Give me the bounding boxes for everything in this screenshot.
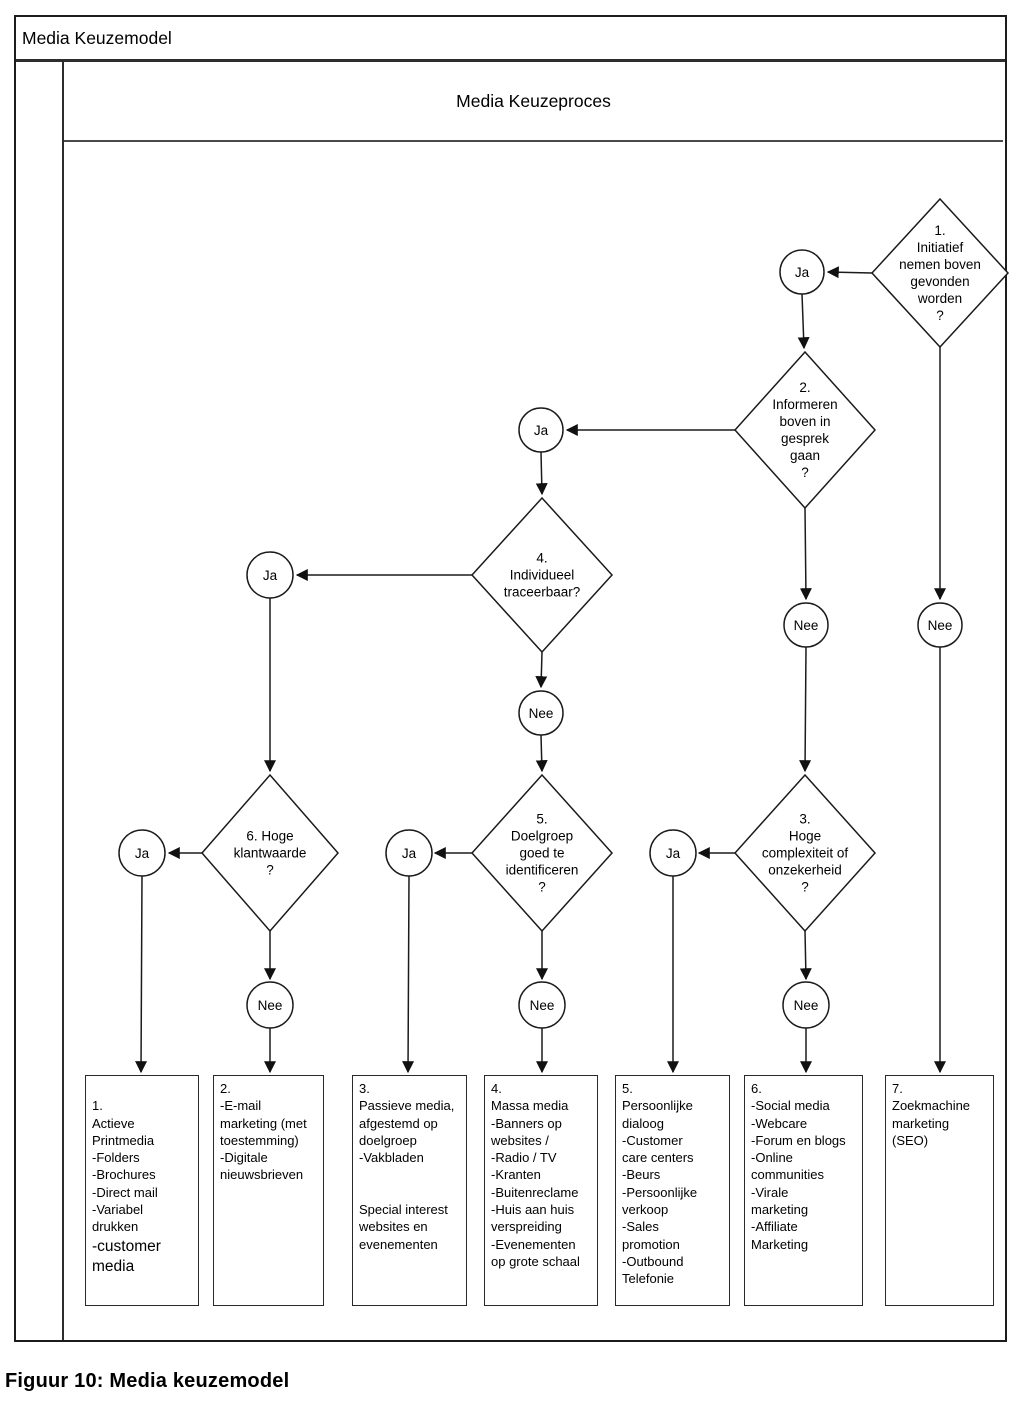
process-title: Media Keuzeproces	[456, 90, 611, 111]
connector-ja6-box1	[135, 875, 148, 1074]
connector-nee2-d3	[799, 646, 812, 773]
connector-ja2-d4	[535, 451, 548, 496]
outcome-box-7: 7. Zoekmachine marketing (SEO)	[885, 1075, 994, 1306]
nee-circle-1-label: Nee	[927, 617, 953, 633]
nee-circle-2-shape	[783, 602, 829, 648]
diagram-title: Media Keuzemodel	[22, 27, 172, 48]
diagram-frame	[14, 15, 1007, 1342]
outcome-box-2: 2. -E-mail marketing (met toestemming) -…	[213, 1075, 324, 1306]
decision-1-shape	[870, 197, 1010, 349]
decision-1-label: 1. Initiatief nemen boven gevonden worde…	[899, 223, 981, 323]
outcome-box-5: 5. Persoonlijke dialoog -Customer care c…	[615, 1075, 730, 1306]
decision-4-shape	[470, 496, 614, 654]
decision-2-label: 2. Informeren boven in gesprek gaan ?	[772, 380, 838, 480]
ja-circle-1-label: Ja	[794, 264, 810, 280]
decision-6-shape	[201, 773, 339, 933]
decision-5-label: 5. Doelgroep goed te identificeren ?	[505, 811, 579, 895]
nee-circle-5-label: Nee	[529, 997, 555, 1013]
connector-ja1-d2	[797, 293, 810, 350]
decision-3-shape	[733, 773, 877, 933]
ja-circle-5-label: Ja	[401, 845, 417, 861]
nee-circle-3-label: Nee	[793, 997, 819, 1013]
nee-circle-1-shape	[917, 602, 963, 648]
nee-circle-4-label: Nee	[528, 705, 554, 721]
connector-d4-nee	[535, 651, 548, 689]
decision-5-shape	[470, 773, 614, 933]
process-header-band: Media Keuzeproces	[64, 62, 1003, 142]
connector-nee4-d5	[535, 734, 548, 773]
outcome-box-1-text: 1. Actieve Printmedia -Folders -Brochure…	[92, 1098, 158, 1235]
nee-circle-2-label: Nee	[793, 617, 819, 633]
ja-circle-1-shape	[779, 249, 825, 295]
nee-circle-6-label: Nee	[257, 997, 283, 1013]
outcome-box-3: 3. Passieve media, afgestemd op doelgroe…	[352, 1075, 467, 1306]
connector-d1-ja	[826, 266, 873, 279]
ja-circle-6-label: Ja	[134, 845, 150, 861]
nee-circle-6-shape	[246, 981, 294, 1029]
ja-circle-3-shape	[649, 829, 697, 877]
ja-circle-4-shape	[246, 551, 294, 599]
ja-circle-3-label: Ja	[665, 845, 681, 861]
figure-caption: Figuur 10: Media keuzemodel	[5, 1370, 290, 1392]
decision-4-label: 4. Individueel traceerbaar?	[503, 550, 581, 600]
connector-ja5-box3	[402, 875, 415, 1074]
decision-3-label: 3. Hoge complexiteit of onzekerheid ?	[761, 811, 849, 895]
nee-circle-5-shape	[518, 981, 566, 1029]
decision-2-shape	[733, 350, 877, 510]
ja-circle-2-label: Ja	[533, 422, 549, 438]
outcome-box-4: 4. Massa media -Banners op websites / -R…	[484, 1075, 598, 1306]
decision-6-label: 6. Hoge klantwaarde ?	[233, 828, 307, 878]
nee-circle-3-shape	[782, 981, 830, 1029]
outcome-box-6: 6. -Social media -Webcare -Forum en blog…	[744, 1075, 863, 1306]
ja-circle-4-label: Ja	[262, 567, 278, 583]
ja-circle-5-shape	[385, 829, 433, 877]
nee-circle-4-shape	[518, 690, 564, 736]
outcome-box-1-highlight: -customer media	[92, 1237, 161, 1275]
diagram-title-bar: Media Keuzemodel	[16, 17, 1005, 62]
ja-circle-2-shape	[518, 407, 564, 453]
connector-d3-nee	[799, 930, 812, 981]
connector-d2-nee	[799, 507, 812, 601]
swimlane-divider	[62, 62, 64, 1340]
outcome-box-1: 1. Actieve Printmedia -Folders -Brochure…	[85, 1075, 199, 1306]
ja-circle-6-shape	[118, 829, 166, 877]
